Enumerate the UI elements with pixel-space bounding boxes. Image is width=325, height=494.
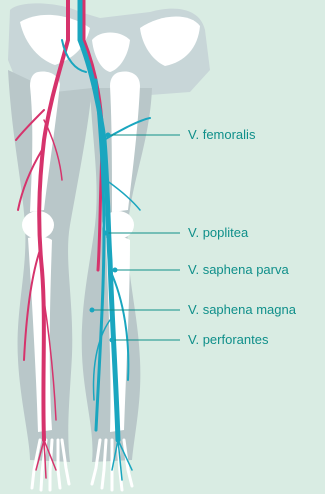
label-v-femoralis: V. femoralis: [188, 128, 255, 141]
label-v-saphena-parva: V. saphena parva: [188, 263, 289, 276]
label-v-perforantes: V. perforantes: [188, 333, 268, 346]
label-v-poplitea: V. poplitea: [188, 226, 248, 239]
left-foot-bones: [92, 440, 132, 490]
label-v-saphena-magna: V. saphena magna: [188, 303, 296, 316]
